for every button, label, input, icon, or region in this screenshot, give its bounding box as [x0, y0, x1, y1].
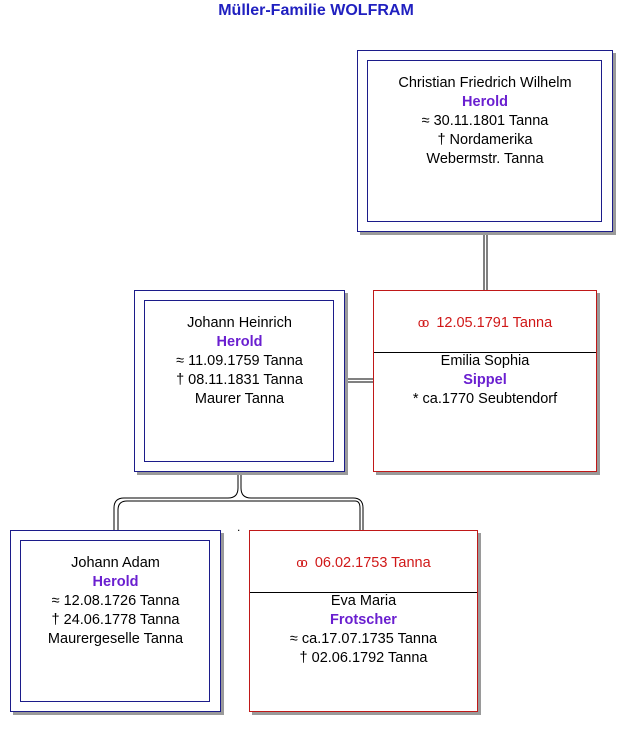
spouse-info: Eva Maria Frotscher ≈ ca.17.07.1735 Tann… [250, 592, 477, 668]
person-box-inner-border [20, 540, 210, 702]
given-name: Christian Friedrich Wilhelm [398, 75, 572, 91]
person-box-christian[interactable]: Christian Friedrich Wilhelm Herold ≈ 30.… [357, 50, 613, 232]
occupation-info: Webermstr. Tanna [426, 151, 544, 167]
surname: Herold [462, 94, 508, 110]
death-info: † Nordamerika [437, 132, 533, 148]
given-name: Johann Adam [71, 555, 160, 571]
given-name: Eva Maria [330, 593, 397, 609]
marriage-box-1753[interactable]: oo 06.02.1753 Tanna Eva Maria Frotscher … [249, 530, 478, 712]
person-info: Johann Heinrich Herold ≈ 11.09.1759 Tann… [135, 314, 344, 409]
baptism-info: ≈ 12.08.1726 Tanna [51, 593, 180, 609]
marriage-date-text: 12.05.1791 Tanna [436, 315, 553, 331]
marriage-date-text: 06.02.1753 Tanna [314, 555, 431, 571]
baptism-info: ≈ 30.11.1801 Tanna [421, 113, 549, 129]
marriage-date: oo 12.05.1791 Tanna [374, 315, 596, 331]
death-info: † 08.11.1831 Tanna [176, 372, 303, 388]
surname: Herold [92, 574, 139, 590]
marriage-date: oo 06.02.1753 Tanna [250, 555, 477, 571]
occupation-info: Maurer Tanna [194, 391, 285, 407]
surname: Frotscher [330, 612, 397, 628]
person-info: Christian Friedrich Wilhelm Herold ≈ 30.… [358, 74, 612, 169]
marriage-rings-icon: oo [296, 555, 308, 570]
given-name: Emilia Sophia [440, 353, 530, 369]
stray-dot: . [237, 520, 241, 534]
death-info: † 02.06.1792 Tanna [299, 650, 428, 666]
chart-title: Müller-Familie WOLFRAM [218, 2, 414, 19]
person-box-inner-border [144, 300, 334, 462]
marriage-divider [250, 592, 477, 593]
baptism-info: ≈ 11.09.1759 Tanna [176, 353, 303, 369]
baptism-info: ≈ ca.17.07.1735 Tanna [289, 631, 438, 647]
person-info: Johann Adam Herold ≈ 12.08.1726 Tanna † … [11, 554, 220, 649]
person-box-johann-heinrich[interactable]: Johann Heinrich Herold ≈ 11.09.1759 Tann… [134, 290, 345, 472]
person-box-inner-border [367, 60, 602, 222]
given-name: Johann Heinrich [187, 315, 292, 331]
occupation-info: Maurergeselle Tanna [47, 631, 184, 647]
surname: Herold [216, 334, 263, 350]
marriage-rings-icon: oo [417, 315, 430, 330]
marriage-box-1791[interactable]: oo 12.05.1791 Tanna Emilia Sophia Sippel… [373, 290, 597, 472]
death-info: † 24.06.1778 Tanna [51, 612, 180, 628]
surname: Sippel [463, 372, 507, 388]
marriage-divider [374, 352, 596, 353]
spouse-info: Emilia Sophia Sippel * ca.1770 Seubtendo… [374, 352, 596, 409]
birth-info: * ca.1770 Seubtendorf [412, 391, 558, 407]
person-box-johann-adam[interactable]: Johann Adam Herold ≈ 12.08.1726 Tanna † … [10, 530, 221, 712]
